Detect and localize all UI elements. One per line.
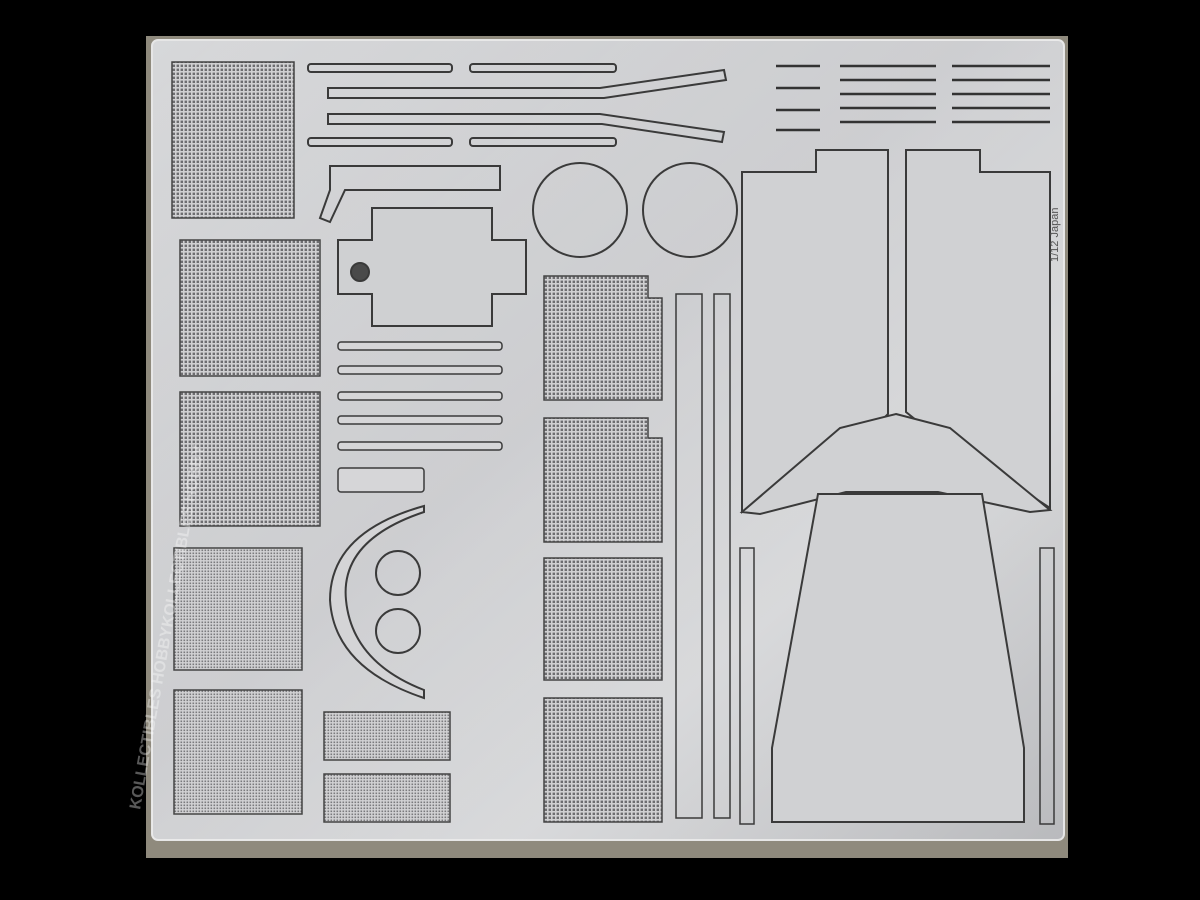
sheet-marking-text: 1/12 Japan	[1049, 208, 1061, 262]
floor-panel-assembly	[739, 149, 1053, 823]
left-mesh-panels	[171, 61, 451, 823]
folded-box-part	[337, 207, 527, 327]
center-mesh-panels	[543, 275, 663, 823]
top-straps	[307, 63, 728, 224]
round-discs	[375, 162, 738, 654]
thin-rods	[337, 293, 1055, 825]
small-clips	[776, 64, 1050, 132]
curved-frame	[328, 504, 425, 700]
